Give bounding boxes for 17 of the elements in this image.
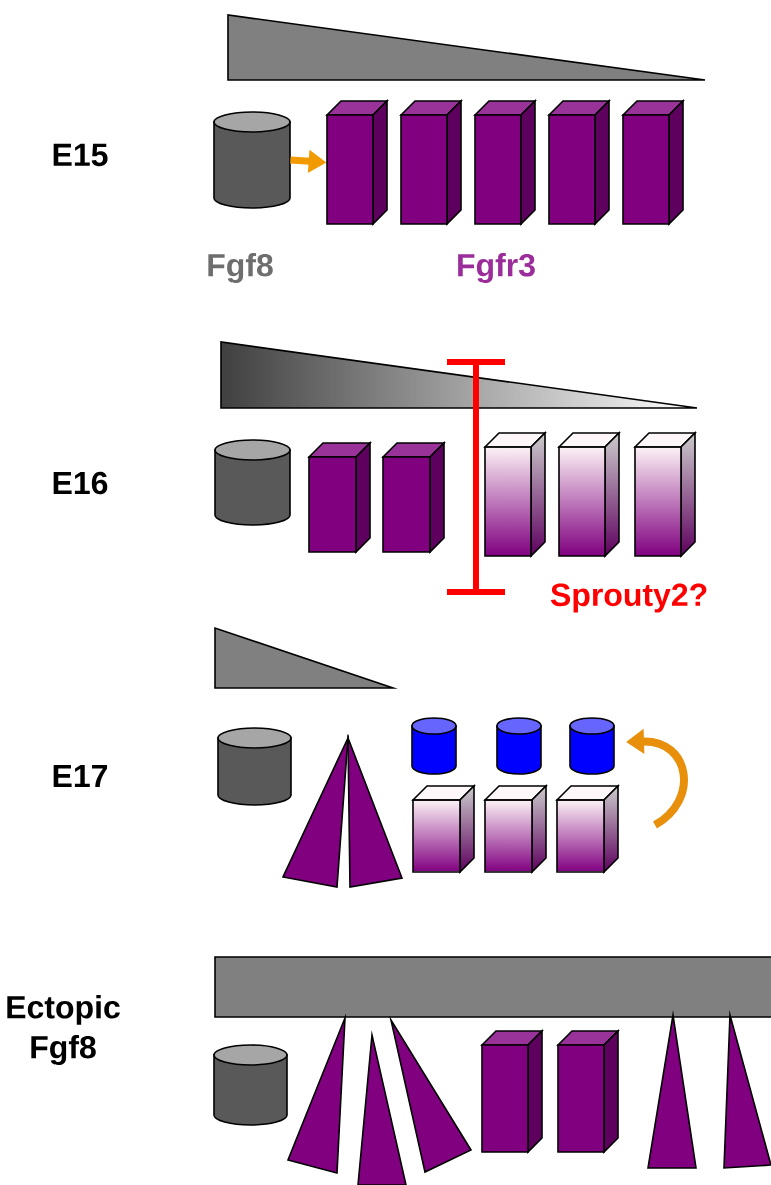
cylinder [217, 727, 292, 806]
cylinder [496, 717, 542, 775]
gene-label: Sprouty2? [550, 583, 707, 613]
gene-label: Fgf8 [208, 253, 273, 283]
stage-label: E16 [53, 471, 108, 495]
cylinder [213, 1044, 288, 1126]
cylinder [569, 717, 615, 775]
gradient-wedge [220, 341, 698, 409]
signal-bar [214, 956, 771, 1018]
stage-label: Ectopic Fgf8 [7, 995, 120, 1065]
cylinder [213, 111, 291, 209]
stage-label: E15 [53, 143, 108, 167]
gradient-wedge [227, 14, 706, 81]
stage-label: E17 [53, 765, 108, 787]
cylinder [411, 717, 457, 775]
cylinder [214, 439, 291, 526]
gene-label: Fgfr3 [458, 253, 535, 283]
